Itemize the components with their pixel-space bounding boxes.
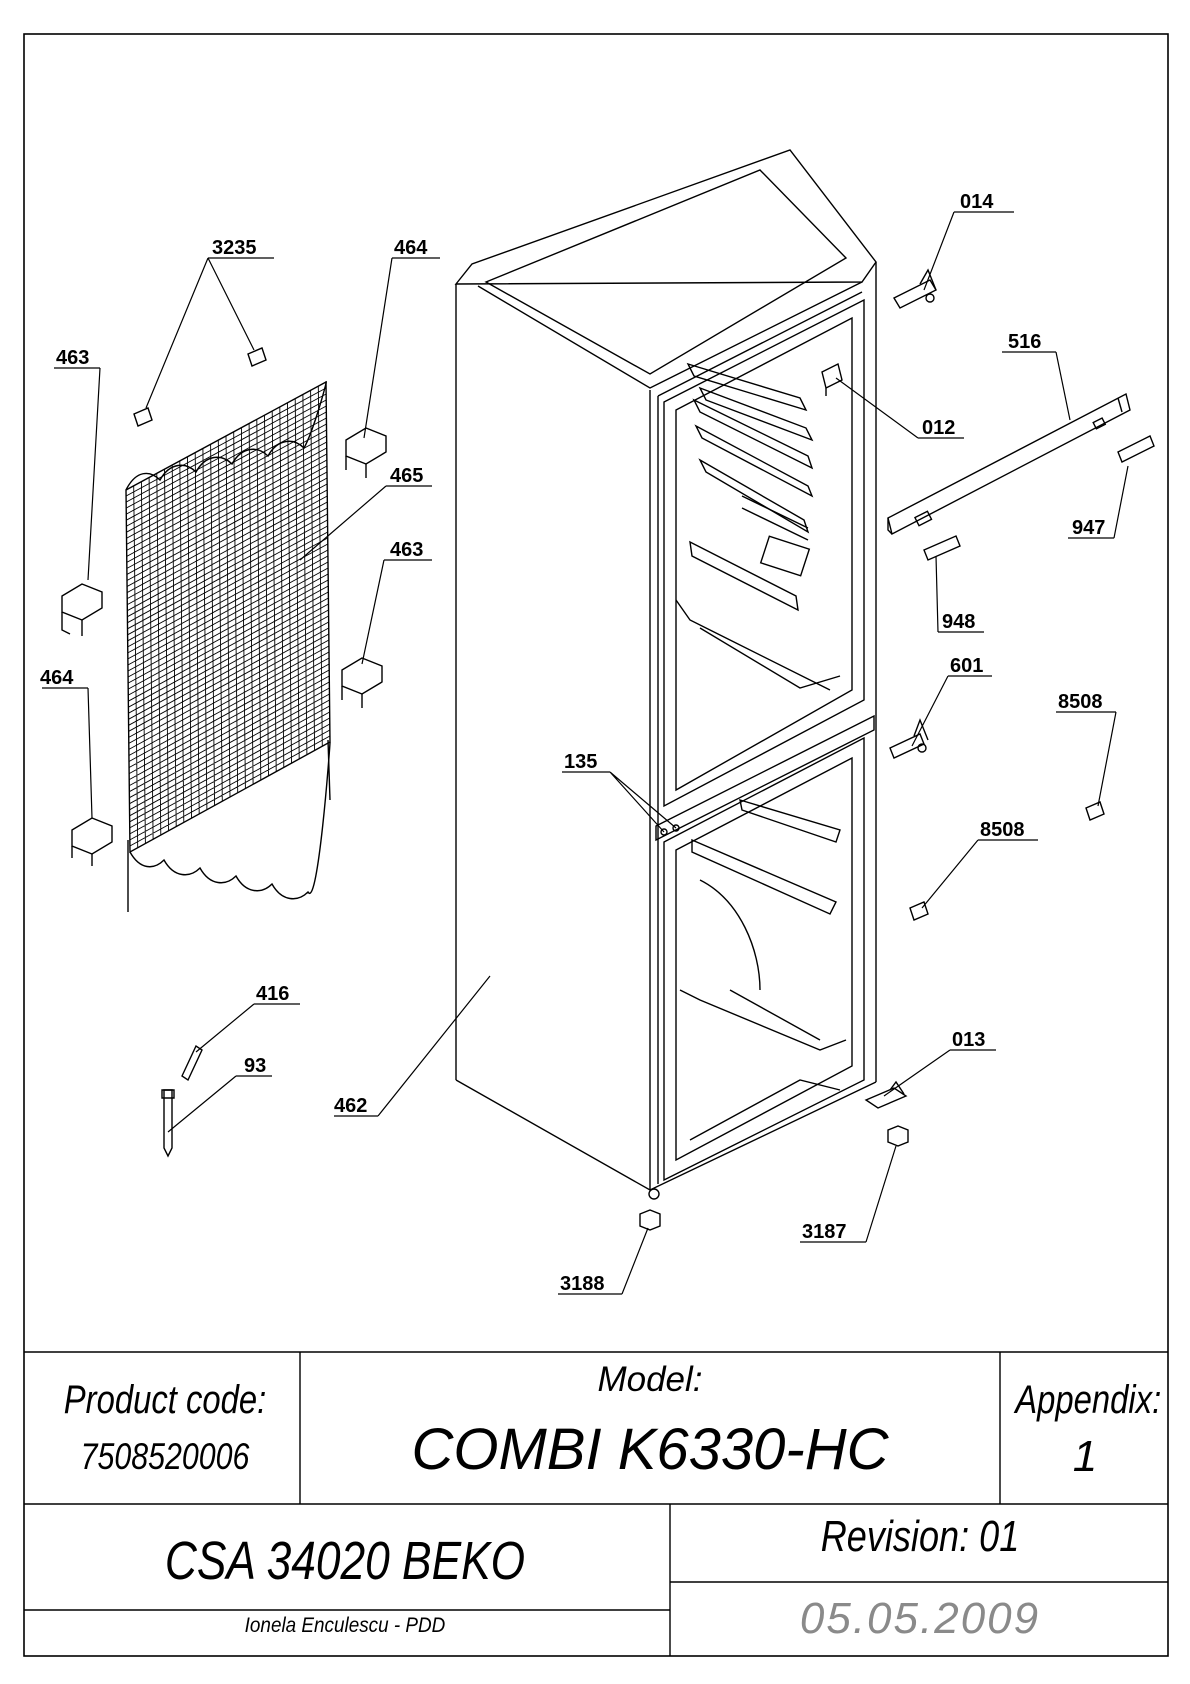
- callout-601: 601: [950, 655, 983, 677]
- condenser-clip-463-right: [341, 657, 383, 708]
- callout-465: 465: [390, 465, 423, 487]
- author: Ionela Enculescu - PDD: [244, 1614, 446, 1637]
- callout-463-left: 463: [56, 347, 89, 369]
- revision-date: 05.05.2009: [799, 1594, 1041, 1643]
- bottom-hinge-013: [864, 1080, 908, 1109]
- condenser-clip-464-lower: [71, 817, 113, 866]
- callout-8508-lower: 8508: [980, 819, 1025, 841]
- callout-3235: 3235: [212, 237, 257, 259]
- condenser: [125, 380, 331, 912]
- hinge-cap-8508-upper: [1085, 801, 1105, 821]
- middle-hinge-601: [889, 718, 929, 759]
- callout-463-right: 463: [390, 539, 423, 561]
- appendix-label: Appendix:: [1015, 1378, 1162, 1422]
- bracket-135: [660, 824, 680, 836]
- callout-135: 135: [564, 751, 597, 773]
- callout-464-lower: 464: [40, 667, 74, 689]
- hinge-bracket-012: [821, 362, 843, 396]
- callout-012: 012: [922, 417, 955, 439]
- product-code-value: 7508520006: [80, 1436, 250, 1477]
- callout-516: 516: [1008, 331, 1041, 353]
- callout-947: 947: [1072, 517, 1105, 539]
- callout-labels: 014 3235 464 463 516 012 465 463 947 948…: [40, 191, 1105, 1295]
- condenser-clip-463-left: [61, 583, 103, 636]
- drawing-title: CSA 34020 BEKO: [164, 1531, 526, 1591]
- cover-cap-947: [1117, 435, 1155, 463]
- condenser-clip-464-upper: [345, 427, 387, 478]
- cover-cap-948: [923, 535, 961, 561]
- top-hinge-014: [893, 268, 937, 309]
- cabinet-body: [454, 149, 909, 1231]
- callout-464-upper: 464: [394, 237, 428, 259]
- evaporator-tray-93: [161, 1089, 175, 1158]
- callout-416: 416: [256, 983, 289, 1005]
- callout-013: 013: [952, 1029, 985, 1051]
- model-value: COMBI K6330-HC: [411, 1417, 889, 1482]
- model-label: Model:: [597, 1360, 703, 1399]
- drawing-border: [23, 33, 1169, 1657]
- callout-8508-upper: 8508: [1058, 691, 1103, 713]
- revision: Revision: 01: [820, 1512, 1020, 1561]
- callout-014: 014: [960, 191, 994, 213]
- callout-93: 93: [244, 1055, 266, 1077]
- callout-948: 948: [942, 611, 975, 633]
- title-block-grid: [24, 1351, 1168, 1656]
- callout-462: 462: [334, 1095, 367, 1117]
- drain-tube-416: [181, 1044, 203, 1082]
- rubber-sleeve-3235: [133, 347, 267, 427]
- callout-3188: 3188: [560, 1273, 605, 1295]
- appendix-value: 1: [1072, 1432, 1098, 1481]
- leader-lines: [42, 211, 1129, 1295]
- hinge-cap-8508-lower: [909, 901, 929, 921]
- product-code-label: Product code:: [63, 1378, 267, 1422]
- callout-3187: 3187: [802, 1221, 847, 1243]
- door-top-cover-516: [887, 392, 1131, 536]
